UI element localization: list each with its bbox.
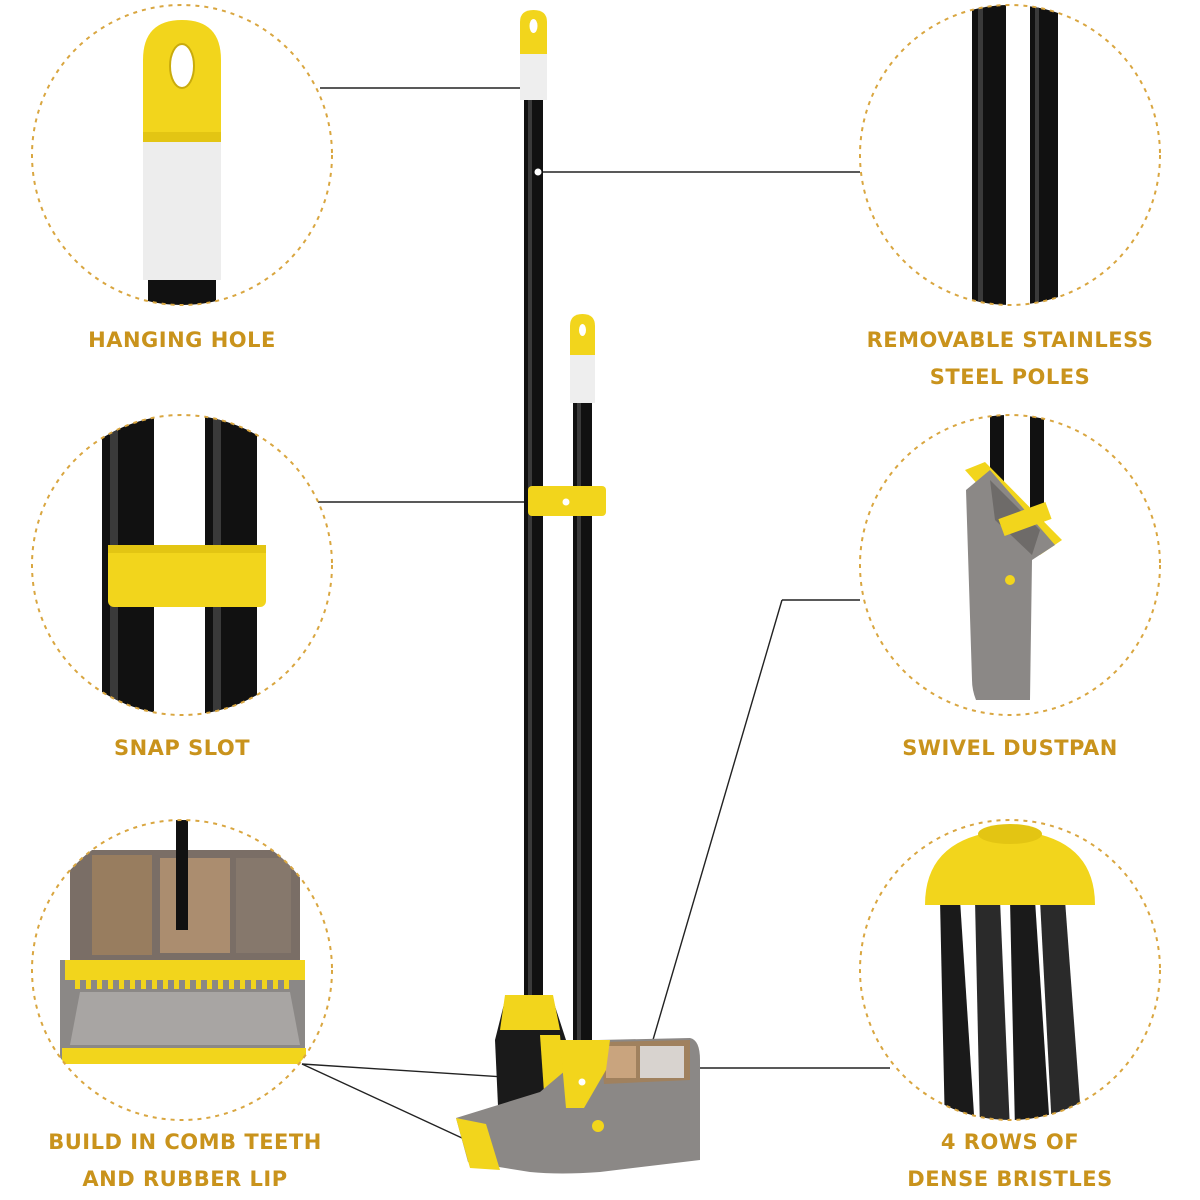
broom-dustpan-product xyxy=(456,10,700,1174)
dense-bristles-label-line-1: 4 ROWS OF xyxy=(940,1130,1080,1154)
bristles-detail xyxy=(859,819,1161,1121)
comb-teeth-detail xyxy=(31,819,333,1121)
comb-teeth-label-line-2: AND RUBBER LIP xyxy=(82,1167,288,1191)
removable-poles-label-line-1: REMOVABLE STAINLESS xyxy=(866,328,1154,352)
swivel-dustpan-label-line-1: SWIVEL DUSTPAN xyxy=(902,736,1118,760)
dense-bristles-label: 4 ROWS OF DENSE BRISTLES xyxy=(860,1124,1160,1198)
hanging-hole-detail xyxy=(31,4,333,306)
removable-poles-label: REMOVABLE STAINLESS STEEL POLES xyxy=(830,322,1190,396)
hanging-hole-label: HANGING HOLE xyxy=(60,322,304,359)
dense-bristles-label-line-2: DENSE BRISTLES xyxy=(907,1167,1113,1191)
hanging-hole-icon xyxy=(169,43,195,89)
dustpan-pole xyxy=(570,314,595,1040)
comb-teeth-label: BUILD IN COMB TEETH AND RUBBER LIP xyxy=(20,1124,350,1198)
removable-poles-label-line-2: STEEL POLES xyxy=(929,365,1091,389)
snap-slot-label-line-1: SNAP SLOT xyxy=(113,736,251,760)
broom-pole xyxy=(520,10,547,1008)
snap-clip xyxy=(528,486,606,516)
comb-teeth-label-line-1: BUILD IN COMB TEETH xyxy=(48,1130,322,1154)
swivel-dustpan-detail xyxy=(859,414,1161,716)
snap-slot-detail xyxy=(31,414,333,716)
swivel-dustpan-label: SWIVEL DUSTPAN xyxy=(860,730,1160,767)
hanging-hole-label-line-1: HANGING HOLE xyxy=(88,328,276,352)
dustpan xyxy=(456,1038,700,1174)
poles-detail xyxy=(859,4,1161,306)
callout-lines xyxy=(301,87,890,1139)
snap-slot-label: SNAP SLOT xyxy=(60,730,304,767)
comb-teeth xyxy=(75,975,289,989)
